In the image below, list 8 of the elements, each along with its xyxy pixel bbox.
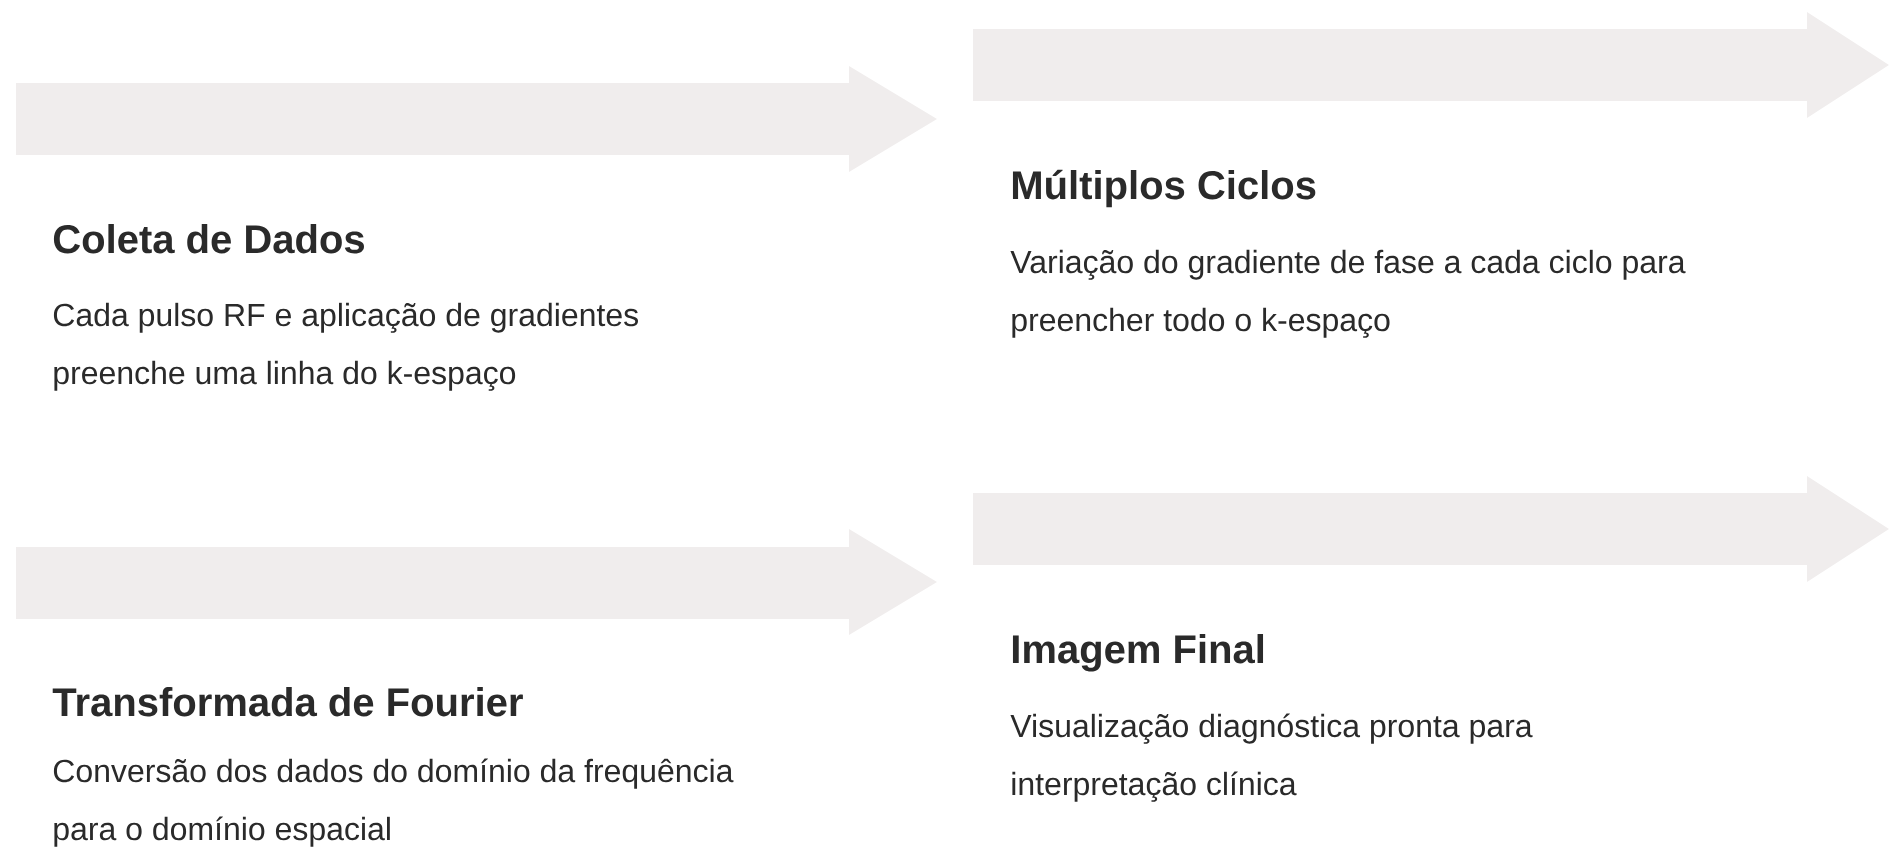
- step-description: Cada pulso RF e aplicação de gradientes preenche uma linha do k-espaço: [53, 302, 638, 391]
- step-heading: Coleta de Dados: [53, 224, 364, 254]
- step-description: Conversão dos dados do domínio da frequência para o domínio espacial: [53, 758, 734, 847]
- step-heading: Transformada de Fourier: [52, 687, 523, 717]
- step-heading: Múltiplos Ciclos: [1012, 169, 1316, 208]
- step-description: Variação do gradiente de fase a cada ciclo para preencher todo o k-espaço: [1010, 249, 1686, 338]
- step-description: Visualização diagnóstica pronta para interpretação clínica: [1010, 713, 1533, 802]
- step-heading: Imagem Final: [1012, 634, 1264, 672]
